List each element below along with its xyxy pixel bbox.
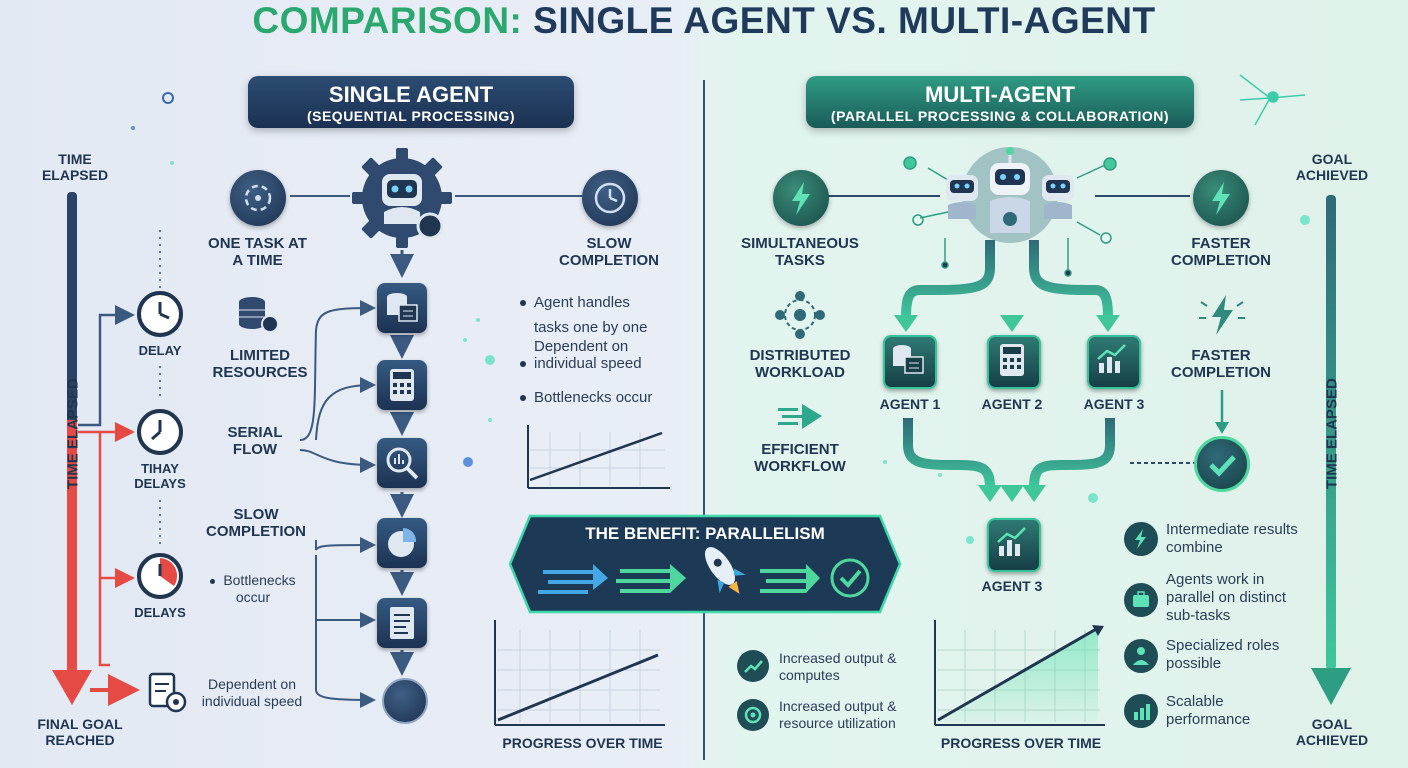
distributed-workload-label: DISTRIBUTED WORKLOAD: [749, 347, 851, 382]
pie-chart-task-icon: [377, 518, 427, 568]
multi-banner-title: MULTI-AGENT: [925, 82, 1075, 107]
left-vertical-label: TIME ELAPSED: [64, 378, 82, 490]
agent-1-label: AGENT 1: [879, 396, 941, 412]
arrow-flow-icon: [776, 400, 826, 434]
final-goal-label: FINAL GOAL REACHED: [37, 716, 123, 749]
calculator-task-icon: [377, 360, 427, 410]
database-task-icon: [377, 283, 427, 333]
delay-label-1: DELAY: [138, 343, 182, 358]
single-note-3: Dependent on: [534, 338, 629, 355]
single-note-4: individual speed: [534, 355, 642, 372]
faster-completion-label-1: FASTER COMPLETION: [1171, 235, 1271, 270]
clock-icon: [136, 408, 186, 463]
feature-4-text: Scalable performance: [1166, 693, 1251, 728]
agent-2-label: AGENT 2: [981, 396, 1043, 412]
trend-up-icon: [737, 650, 769, 682]
bolt-icon: [1195, 290, 1249, 340]
analysis-task-icon: [377, 438, 427, 488]
multi-progress-chart: [934, 620, 1105, 726]
database-gear-icon: [236, 294, 282, 336]
single-agent-banner: SINGLE AGENT (SEQUENTIAL PROCESSING): [248, 76, 574, 128]
bolt-icon: [773, 170, 829, 226]
clock-icon: [582, 170, 638, 226]
agent-3-label: AGENT 3: [1083, 396, 1145, 412]
report-task-icon: [377, 598, 427, 648]
agent-output-label: AGENT 3: [981, 578, 1043, 594]
people-icon: [1124, 639, 1158, 673]
left-bottleneck-note: Bottlenecks occur: [203, 572, 303, 606]
one-task-label: ONE TASK AT A TIME: [208, 235, 307, 270]
robot-gear-icon: [350, 146, 454, 250]
single-banner-title: SINGLE AGENT: [328, 82, 494, 107]
multi-banner-sub: (PARALLEL PROCESSING & COLLABORATION): [830, 108, 1170, 124]
bar-chart-icon: [1124, 694, 1158, 728]
feature-3-text: Specialized roles possible: [1166, 637, 1280, 672]
right-top-goal-label: GOAL ACHIEVED: [1295, 151, 1369, 184]
network-icon: [772, 290, 828, 340]
slow-completion-top-label: SLOW COMPLETION: [559, 235, 659, 270]
right-vertical-label: TIME ELAPSED: [1323, 378, 1341, 490]
single-mini-chart: [527, 425, 670, 489]
title-part2: SINGLE AGENT VS. MULTI-AGENT: [533, 0, 1156, 41]
slow-completion-label: SLOW COMPLETION: [206, 506, 306, 541]
delay-label-2: TIHAY DELAYS: [134, 461, 186, 491]
clock-icon: [136, 552, 186, 607]
feature-2-text: Agents work in parallel on distinct sub-…: [1166, 571, 1287, 624]
document-icon: [146, 672, 188, 719]
left-time-label: TIME ELAPSED: [41, 151, 109, 184]
sparkle-dots: [131, 126, 1310, 544]
efficient-workflow-label: EFFICIENT WORKFLOW: [754, 441, 846, 476]
robot-team-icon: [940, 145, 1080, 250]
left-bottleneck-text: Bottlenecks occur: [223, 572, 296, 605]
multi-chart-label: PROGRESS OVER TIME: [940, 735, 1102, 751]
agent-2-icon: [987, 335, 1041, 389]
bolt-icon: [1124, 522, 1158, 556]
benefit-title: THE BENEFIT: PARALLELISM: [585, 524, 825, 543]
agent-1-icon: [883, 335, 937, 389]
delay-label-3: DELAYS: [134, 605, 186, 620]
single-note-5: Bottlenecks occur: [534, 389, 653, 406]
title-part1: COMPARISON:: [252, 0, 523, 41]
multi-note-2: Increased output & resource utilization: [779, 698, 897, 731]
serial-flow-label: SERIAL FLOW: [227, 424, 283, 459]
agent-3-icon: [1087, 335, 1141, 389]
limited-resources-label: LIMITED RESOURCES: [212, 347, 308, 382]
check-circle-icon: [1194, 436, 1250, 492]
resource-icon: [737, 699, 769, 731]
single-chart-label: PROGRESS OVER TIME: [502, 735, 663, 751]
multi-note-1: Increased output & computes: [779, 650, 897, 683]
agent-output-icon: [987, 518, 1041, 572]
right-bottom-goal-label: GOAL ACHIEVED: [1295, 716, 1369, 749]
briefcase-icon: [1124, 583, 1158, 617]
end-node-icon: [382, 678, 428, 724]
feature-1-text: Intermediate results combine: [1166, 521, 1298, 556]
multi-agent-banner: MULTI-AGENT (PARALLEL PROCESSING & COLLA…: [806, 76, 1194, 128]
single-banner-sub: (SEQUENTIAL PROCESSING): [306, 108, 516, 124]
single-progress-chart: [494, 620, 665, 726]
benefit-banner: THE BENEFIT: PARALLELISM: [508, 514, 902, 614]
target-icon: [230, 170, 286, 226]
simultaneous-label: SIMULTANEOUS TASKS: [741, 235, 859, 270]
faster-completion-label-2: FASTER COMPLETION: [1171, 347, 1271, 382]
single-note-1: Agent handles: [534, 294, 630, 311]
single-notes: Agent handles tasks one by one Dependent…: [520, 294, 690, 407]
page-title: COMPARISON: SINGLE AGENT VS. MULTI-AGENT: [0, 0, 1408, 42]
single-note-2: tasks one by one: [534, 319, 648, 336]
clock-icon: [136, 290, 186, 345]
bolt-icon: [1193, 170, 1249, 226]
left-dependent-note: Dependent on individual speed: [201, 676, 303, 709]
